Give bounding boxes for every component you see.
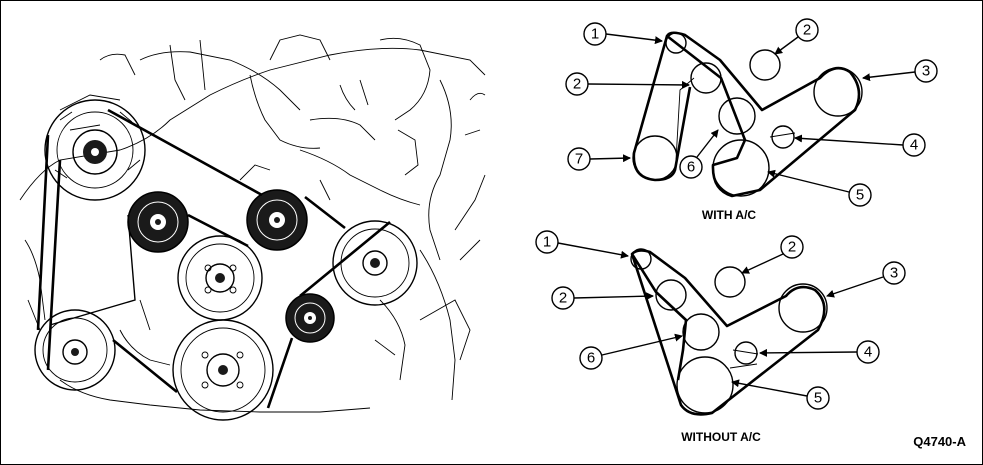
idler-pulley-left: [127, 191, 189, 253]
serpentine-belt: [36, 108, 391, 409]
crankshaft-pulley: [172, 319, 274, 421]
pulley-3-power-steering: [778, 283, 828, 333]
callout-3: 3: [826, 261, 906, 298]
svg-text:2: 2: [573, 76, 581, 93]
callout-5: 5: [767, 169, 872, 207]
callout-1: 1: [535, 230, 629, 259]
ac-compressor-pulley: [34, 309, 116, 391]
svg-text:3: 3: [890, 265, 898, 282]
pulley-4-tensioner: [734, 341, 758, 365]
figure-id: Q4740-A: [913, 434, 966, 449]
caption-without-ac: WITHOUT A/C: [681, 430, 761, 444]
svg-text:2: 2: [559, 290, 567, 307]
pulley-2-lower: [655, 279, 687, 311]
callout-2-upper: 2: [774, 18, 819, 55]
svg-text:4: 4: [910, 137, 918, 154]
svg-text:1: 1: [591, 26, 599, 43]
diagram-without-ac: 1 2 2 3 4: [535, 230, 906, 444]
callout-2-upper: 2: [741, 235, 804, 274]
callout-2-lower: 2: [551, 286, 654, 310]
pulley-2-upper: [714, 266, 746, 298]
callout-6: 6: [679, 129, 719, 179]
callout-3: 3: [862, 59, 938, 83]
engine-illustration: [19, 34, 486, 421]
diagram-with-ac: 1 2 2 3 4: [565, 18, 938, 222]
idler-pulley-center: [246, 189, 308, 251]
svg-text:1: 1: [543, 234, 551, 251]
tensioner-pulley: [285, 293, 335, 343]
svg-text:2: 2: [803, 22, 811, 39]
pulley-6-water-pump: [718, 97, 756, 135]
callouts-with-ac: 1 2 2 3 4: [565, 18, 938, 207]
svg-text:6: 6: [687, 159, 695, 176]
callout-4: 4: [794, 133, 926, 157]
callouts-without-ac: 1 2 2 3 4: [535, 230, 906, 410]
alternator: [44, 99, 146, 201]
engine-block-outline: [19, 34, 486, 413]
pulley-set-with-ac: [632, 32, 863, 197]
callout-4: 4: [759, 340, 880, 364]
callout-2-lower: 2: [565, 72, 690, 96]
pulley-set-without-ac: [630, 248, 828, 414]
callout-5: 5: [731, 379, 830, 410]
caption-with-ac: WITH A/C: [702, 208, 757, 222]
pulley-6-water-pump: [682, 313, 720, 351]
callout-6: 6: [579, 333, 683, 370]
water-pump-pulley: [177, 235, 263, 321]
callout-1: 1: [583, 22, 663, 46]
svg-text:3: 3: [922, 63, 930, 80]
svg-text:2: 2: [788, 239, 796, 256]
svg-text:6: 6: [587, 350, 595, 367]
svg-text:5: 5: [856, 187, 864, 204]
belt-without-ac: [630, 249, 826, 416]
pulley-4-tensioner: [771, 125, 795, 149]
belt-with-ac: [632, 31, 861, 198]
svg-text:5: 5: [814, 390, 822, 407]
pulley-2-upper: [749, 49, 781, 81]
svg-text:4: 4: [864, 344, 872, 361]
svg-text:7: 7: [575, 151, 583, 168]
callout-7: 7: [567, 147, 631, 171]
